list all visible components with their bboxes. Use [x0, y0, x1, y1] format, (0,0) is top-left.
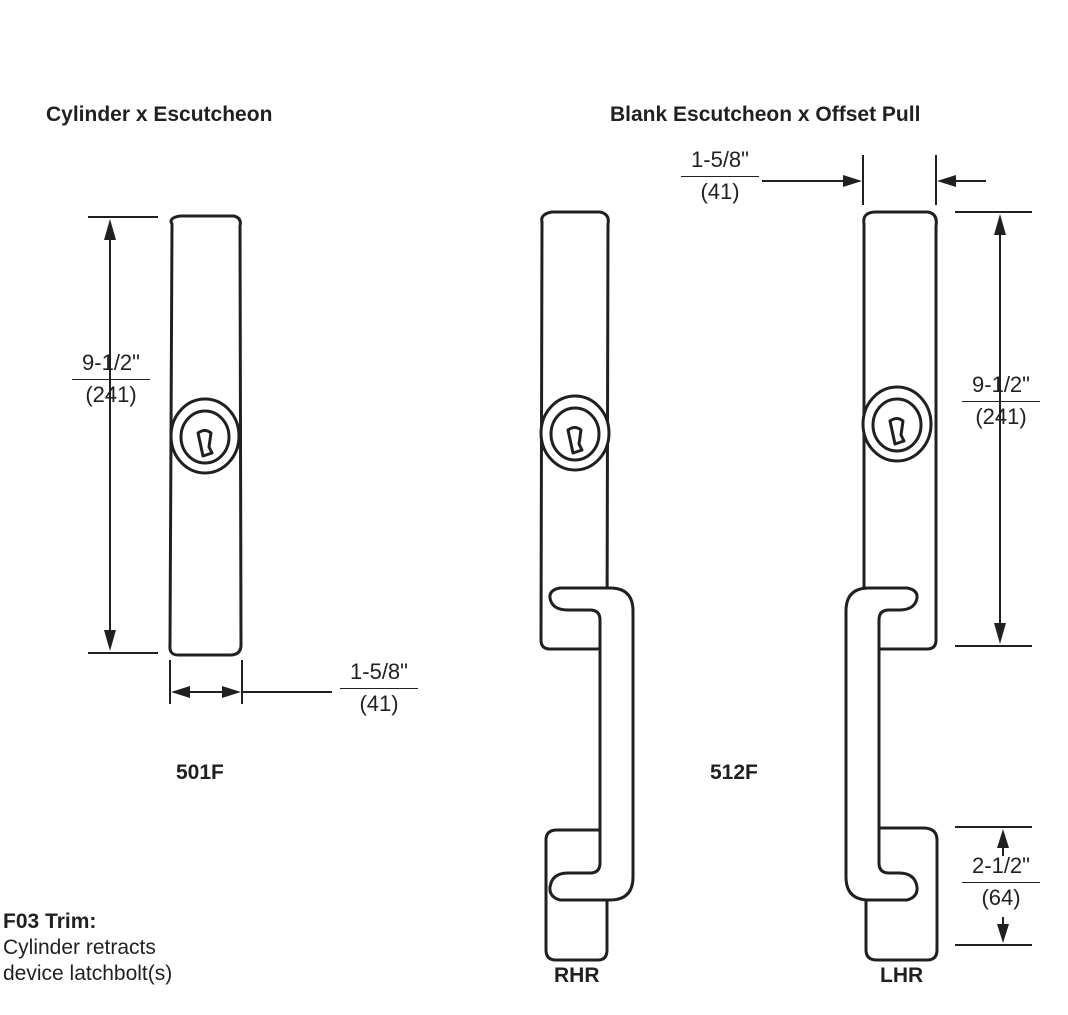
dim-mm: (41)	[700, 179, 740, 204]
dimension-height-501f	[88, 216, 158, 654]
offset-pull-lhr	[844, 586, 919, 902]
cylinder-512f-rhr-icon	[539, 394, 611, 472]
model-512f: 512F	[710, 761, 758, 784]
dim-mm: (64)	[981, 885, 1021, 910]
dimension-pull-offset	[955, 826, 1032, 946]
dim-label-height-512f: 9-1/2" (241)	[962, 374, 1040, 428]
heading-blank-escutcheon-offset-pull: Blank Escutcheon x Offset Pull	[610, 103, 921, 126]
handing-lhr: LHR	[880, 964, 924, 987]
heading-cylinder-escutcheon: Cylinder x Escutcheon	[46, 103, 273, 126]
dim-label-pull-offset: 2-1/2" (64)	[962, 855, 1040, 909]
dim-inches: 1-5/8"	[340, 661, 418, 689]
trim-note-title: F03 Trim:	[3, 910, 97, 933]
dim-label-width-512f: 1-5/8" (41)	[681, 149, 759, 203]
handing-rhr: RHR	[554, 964, 600, 987]
dim-inches: 1-5/8"	[681, 149, 759, 177]
trim-note-line-2: device latchbolt(s)	[3, 962, 173, 985]
cylinder-501f-icon	[169, 397, 241, 475]
model-501f: 501F	[176, 761, 224, 784]
trim-note-line-1: Cylinder retracts	[3, 936, 156, 959]
dim-label-height-501f: 9-1/2" (241)	[72, 352, 150, 406]
dim-mm: (241)	[85, 382, 137, 407]
dim-label-width-501f: 1-5/8" (41)	[340, 661, 418, 715]
dimension-width-501f	[169, 660, 332, 704]
dim-inches: 9-1/2"	[72, 352, 150, 380]
cylinder-512f-lhr-icon	[861, 385, 933, 463]
dim-inches: 9-1/2"	[962, 374, 1040, 402]
dimension-width-512f	[762, 155, 986, 205]
dim-mm: (41)	[359, 691, 399, 716]
dim-mm: (241)	[975, 404, 1027, 429]
offset-pull-rhr	[548, 586, 635, 902]
dim-inches: 2-1/2"	[962, 855, 1040, 883]
trim-note: F03 Trim: Cylinder retracts device latch…	[3, 909, 172, 987]
dimension-height-512f	[955, 211, 1032, 647]
